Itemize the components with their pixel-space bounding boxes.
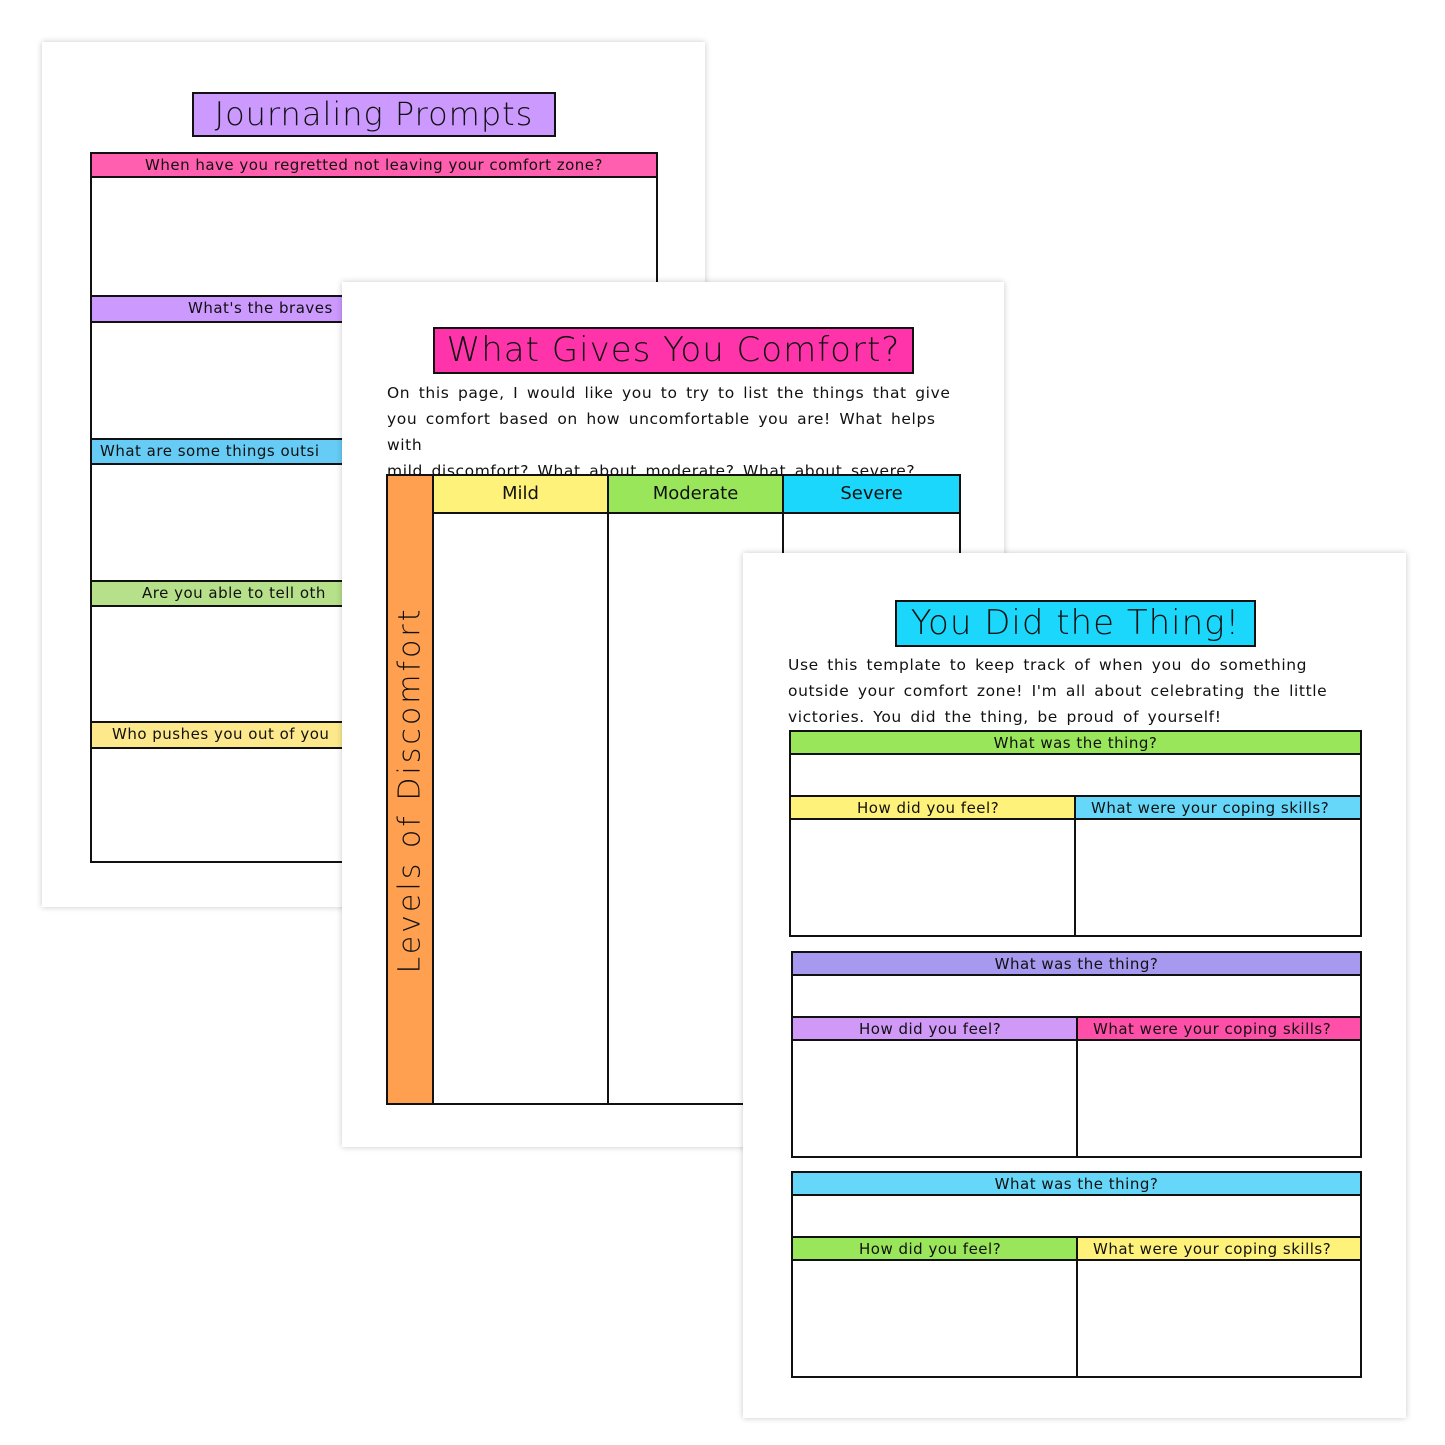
- instructions-line: you comfort based on how uncomfortable y…: [387, 410, 936, 454]
- thing-entry-block: What was the thing? How did you feel? Wh…: [791, 951, 1362, 1158]
- instructions: On this page, I would like you to try to…: [387, 380, 967, 484]
- instructions-line: victories. You did the thing, be proud o…: [788, 708, 1222, 726]
- instructions: Use this template to keep track of when …: [788, 652, 1368, 730]
- feel-header: How did you feel?: [791, 795, 1076, 820]
- column-mild: Mild: [434, 476, 609, 514]
- thing-header: What was the thing?: [793, 1171, 1360, 1196]
- thing-entry-block: What was the thing? How did you feel? Wh…: [789, 730, 1362, 937]
- page-title: What Gives You Comfort?: [433, 327, 914, 374]
- side-label: Levels of Discomfort: [392, 606, 428, 973]
- column-moderate: Moderate: [609, 476, 784, 514]
- thing-header: What was the thing?: [793, 951, 1360, 976]
- thing-header: What was the thing?: [791, 730, 1360, 755]
- column-severe: Severe: [784, 476, 959, 514]
- page-title: Journaling Prompts: [192, 92, 556, 137]
- feel-header: How did you feel?: [793, 1236, 1078, 1261]
- did-the-thing-page: You Did the Thing! Use this template to …: [743, 553, 1406, 1418]
- instructions-line: outside your comfort zone! I'm all about…: [788, 682, 1328, 700]
- divider: [1074, 818, 1076, 935]
- prompt-header: When have you regretted not leaving your…: [90, 152, 658, 178]
- divider: [1076, 1039, 1078, 1156]
- thing-entry-block: What was the thing? How did you feel? Wh…: [791, 1171, 1362, 1378]
- instructions-line: On this page, I would like you to try to…: [387, 384, 951, 402]
- feel-header: How did you feel?: [793, 1016, 1078, 1041]
- coping-header: What were your coping skills?: [1078, 1016, 1360, 1041]
- page-title: You Did the Thing!: [895, 600, 1256, 647]
- coping-header: What were your coping skills?: [1076, 795, 1360, 820]
- divider: [607, 514, 609, 1104]
- divider: [1076, 1259, 1078, 1376]
- side-label-column: Levels of Discomfort: [388, 476, 434, 1103]
- instructions-line: Use this template to keep track of when …: [788, 656, 1308, 674]
- coping-header: What were your coping skills?: [1078, 1236, 1360, 1261]
